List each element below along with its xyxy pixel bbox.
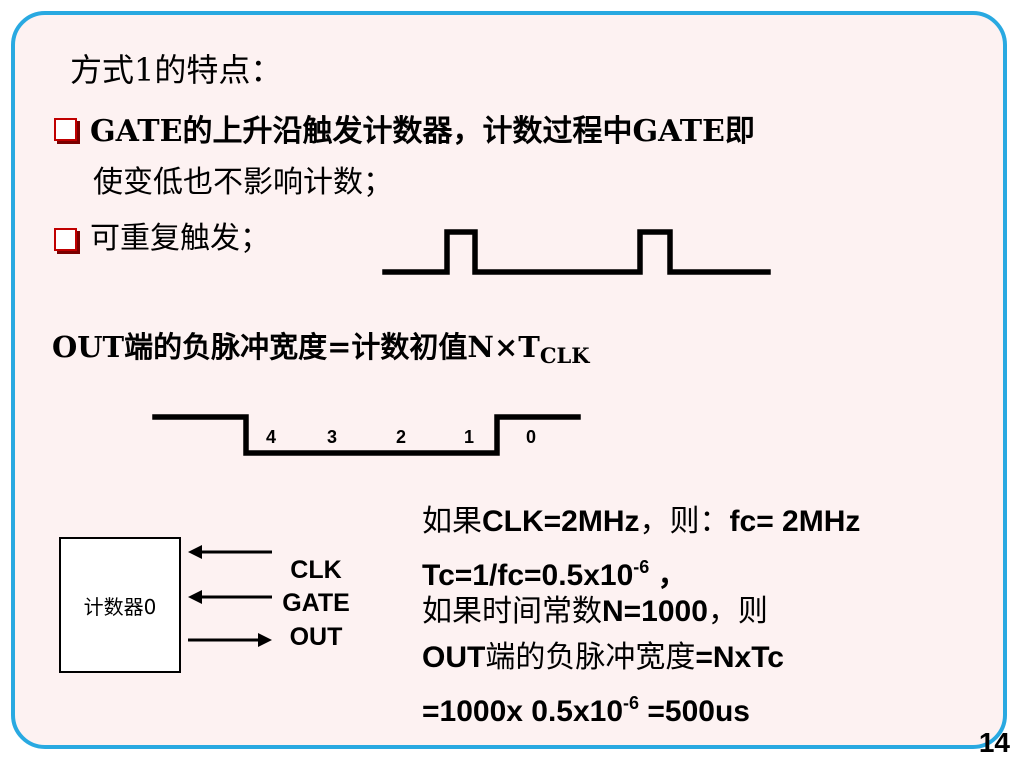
count-label: 4: [266, 427, 277, 447]
calc-line-5: =1000x 0.5x10-6 =500us: [422, 681, 750, 734]
calc-line-4: OUT端的负脉冲宽度=NxTc: [422, 636, 784, 680]
counter-label: 计数器0: [83, 594, 157, 619]
clk-arrowhead-icon: [188, 545, 202, 559]
gate-signal-label: GATE: [282, 589, 350, 617]
pulse-width-formula: OUT端的负脉冲宽度=计数初值N×TCLK: [52, 322, 590, 381]
calc-text: Tc=1/fc=0.5x10: [422, 559, 634, 592]
calc-text: =1000x 0.5x10: [422, 695, 624, 728]
calc-text: =500us: [639, 695, 750, 728]
count-label: 2: [396, 427, 407, 447]
count-label: 0: [526, 427, 537, 447]
bullet-2-line-1: 可重复触发；: [90, 221, 270, 256]
calc-text: ，则：: [639, 504, 730, 539]
gate-arrowhead-icon: [188, 590, 202, 604]
calc-exponent: -6: [623, 693, 640, 713]
count-label: 3: [327, 427, 338, 447]
calc-text: CLK=2MHz: [482, 505, 640, 538]
calc-text: ，则: [707, 594, 768, 629]
formula-subscript: CLK: [539, 343, 590, 368]
calc-text: N=1000: [602, 595, 708, 628]
bullet-1-line-2: 使变低也不影响计数；: [93, 165, 393, 200]
calc-line-2: Tc=1/fc=0.5x10-6 ，: [422, 545, 688, 598]
out-arrowhead-icon: [258, 633, 272, 647]
out-signal-label: OUT: [289, 623, 343, 651]
calc-text: fc= 2MHz: [729, 505, 861, 538]
formula-text: OUT端的负脉冲宽度=计数初值N×T: [52, 330, 540, 364]
calc-line-3: 如果时间常数N=1000，则: [422, 590, 768, 634]
calc-text: 端的负脉冲宽度: [485, 640, 696, 675]
checkbox-bullet-icon: [54, 118, 77, 141]
counter-0-block: 计数器0: [59, 537, 181, 673]
page-number: 14: [978, 727, 1010, 758]
calc-text: ，: [649, 559, 688, 592]
count-label: 1: [464, 427, 475, 447]
page-title: 方式1的特点：: [70, 51, 283, 89]
calc-text: =NxTc: [695, 641, 784, 674]
calc-exponent: -6: [633, 557, 650, 577]
calc-text: OUT: [422, 641, 486, 674]
calc-text: 如果时间常数: [422, 594, 602, 629]
calc-line-1: 如果CLK=2MHz，则：fc= 2MHz: [422, 500, 860, 544]
bullet-1-line-1: GATE的上升沿触发计数器，计数过程中GATE即: [90, 114, 755, 149]
clk-signal-label: CLK: [290, 556, 342, 584]
calc-text: 如果: [422, 504, 482, 539]
checkbox-bullet-icon: [54, 228, 77, 251]
